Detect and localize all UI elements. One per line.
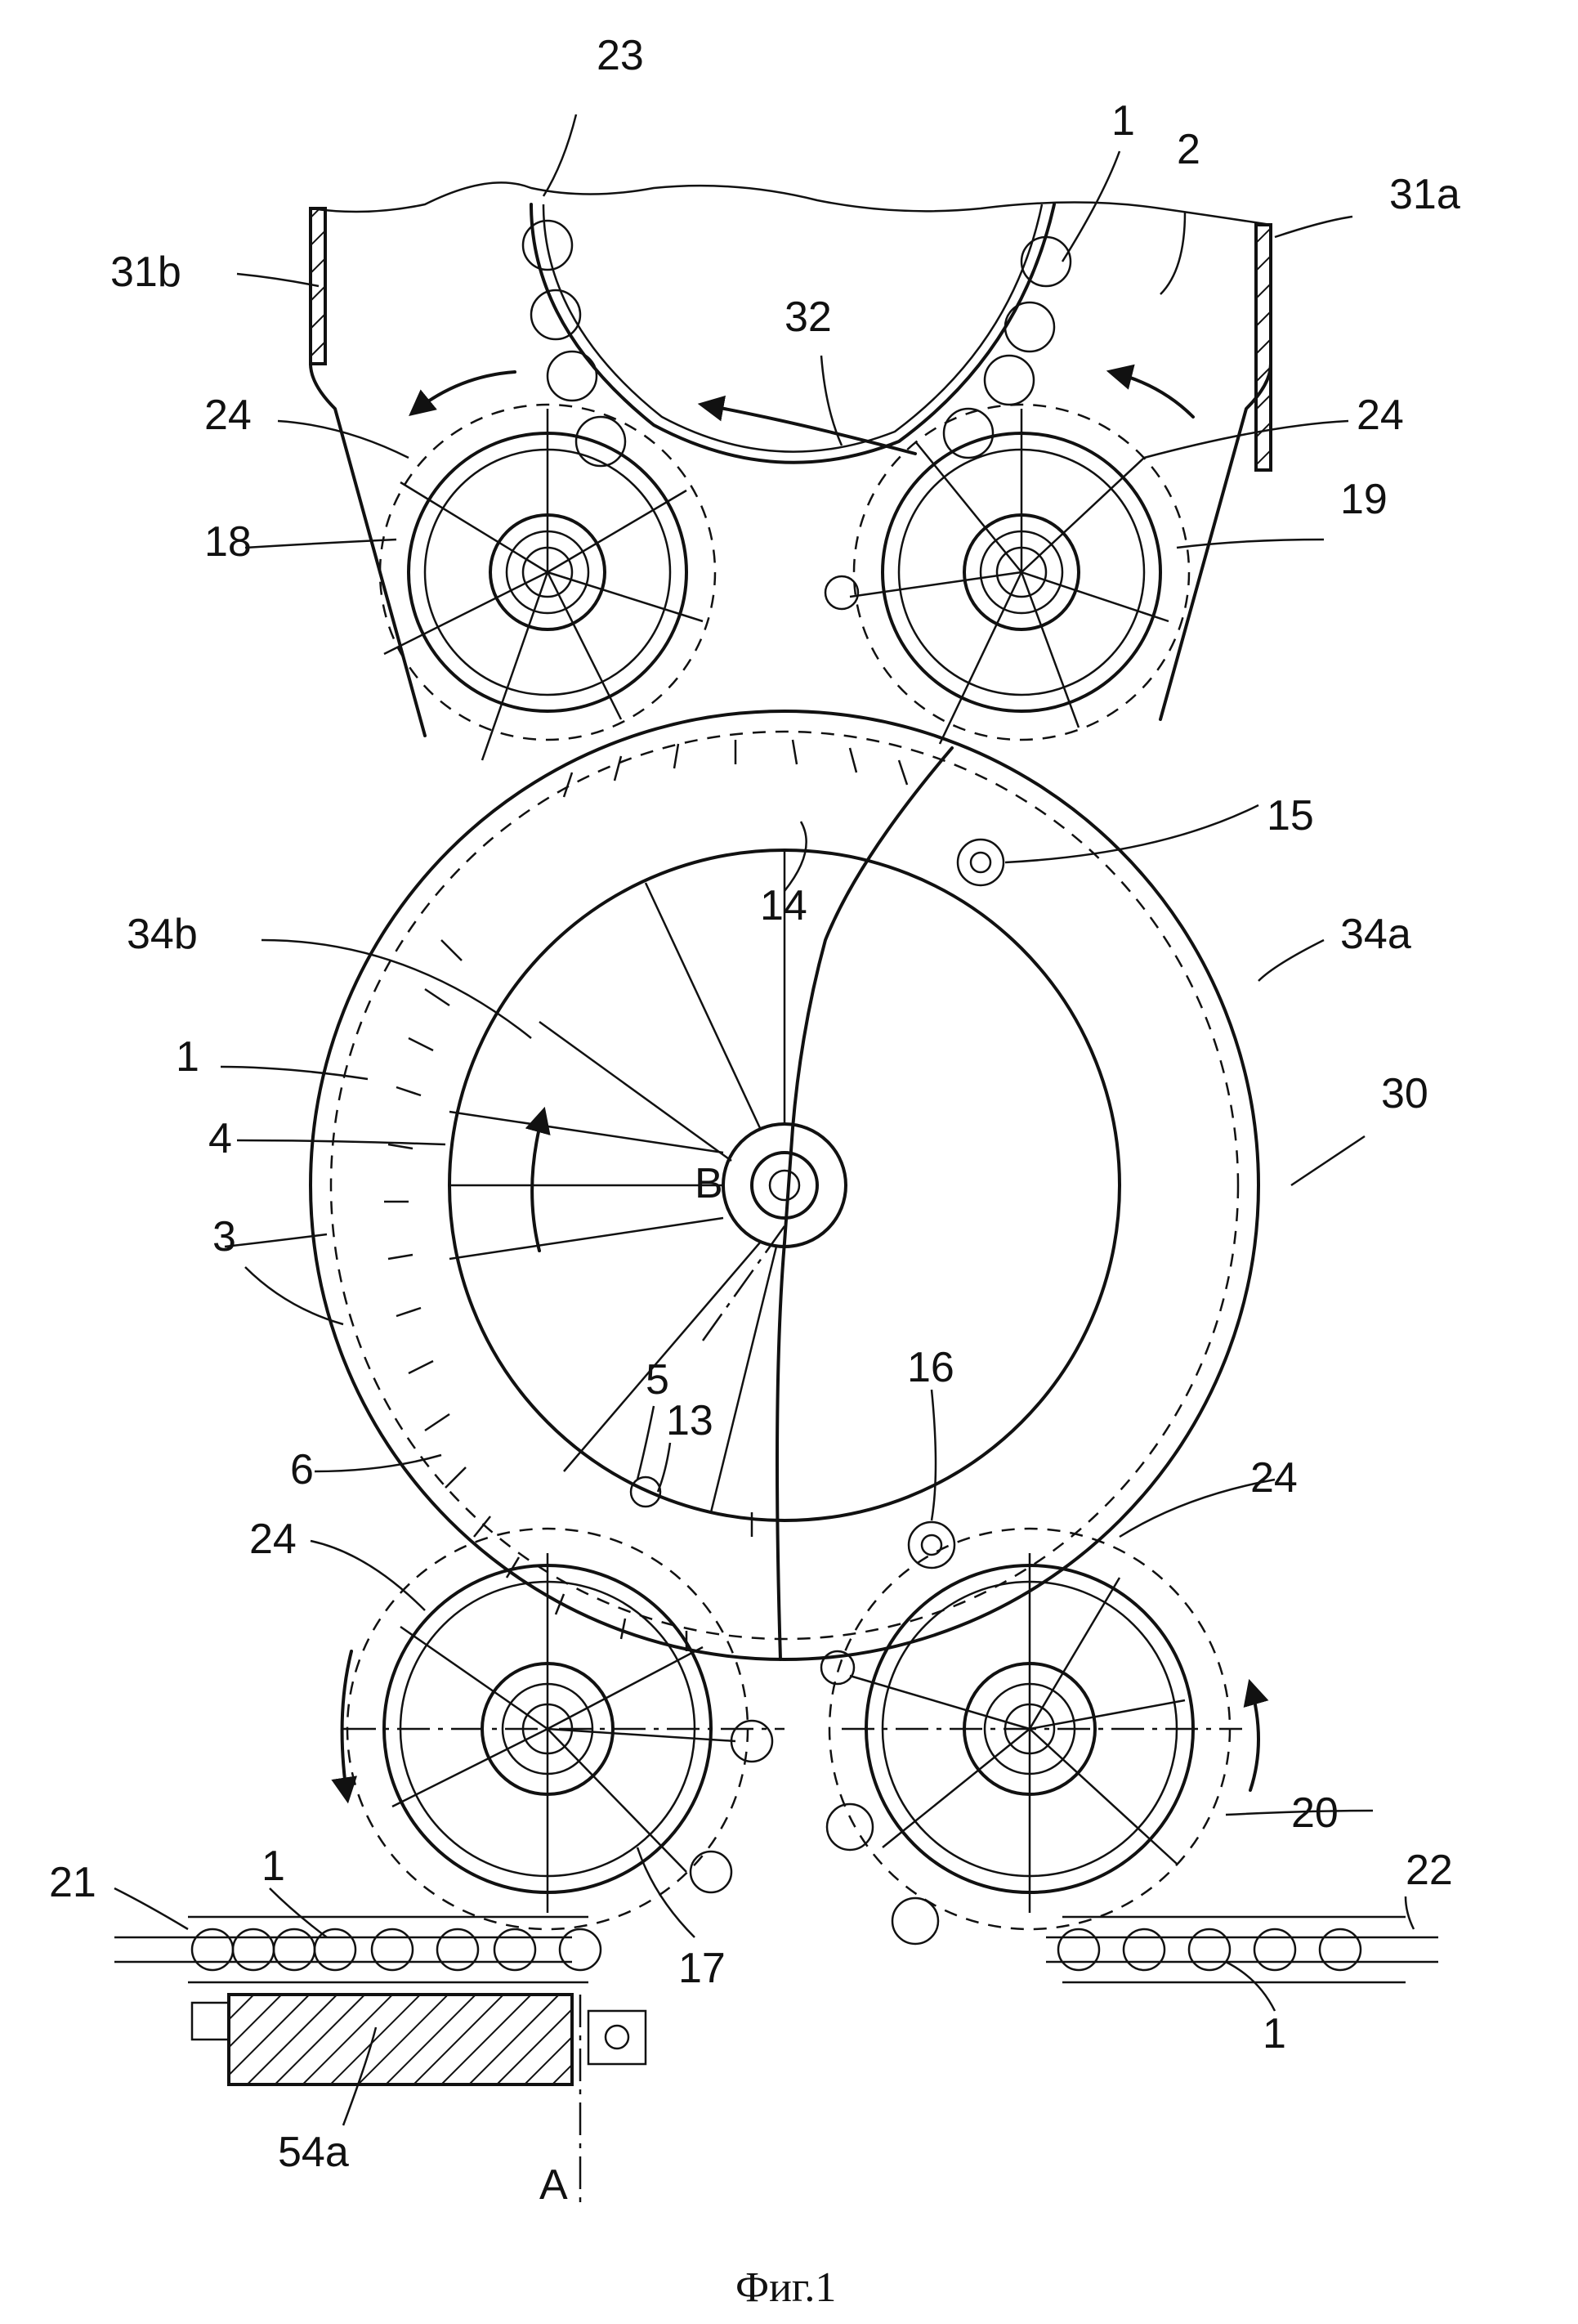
label-23: 23 (597, 32, 644, 79)
label-22: 22 (1406, 1847, 1453, 1894)
main-wheel-30 (311, 711, 1258, 1659)
label-1-top: 1 (1111, 97, 1135, 145)
label-24-top-left: 24 (204, 392, 252, 439)
label-32: 32 (785, 293, 832, 341)
label-6: 6 (290, 1446, 314, 1493)
label-54a: 54a (278, 2129, 349, 2176)
label-19: 19 (1340, 476, 1388, 523)
label-20: 20 (1291, 1789, 1339, 1837)
label-3: 3 (212, 1213, 236, 1261)
figure-caption: Фиг.1 (735, 2264, 836, 2311)
label-2: 2 (1177, 126, 1200, 173)
star-wheel-17 (342, 1529, 785, 1929)
label-30: 30 (1381, 1070, 1428, 1117)
label-1-bottom-left: 1 (262, 1843, 285, 1890)
reference-labels: 23 1 2 31a 31b 32 24 24 18 19 15 14 34b … (49, 32, 1460, 2209)
label-13: 13 (666, 1397, 713, 1444)
label-1-left: 1 (176, 1033, 199, 1081)
label-15: 15 (1267, 792, 1314, 840)
label-24-bottom-left: 24 (249, 1516, 297, 1563)
label-17: 17 (678, 1945, 726, 1992)
wall-31a (1256, 225, 1271, 470)
star-wheel-20 (821, 1529, 1258, 1944)
label-31b: 31b (110, 249, 181, 296)
label-18: 18 (204, 518, 252, 566)
label-B: B (695, 1160, 723, 1207)
label-24-top-right: 24 (1357, 392, 1404, 439)
label-14: 14 (760, 882, 807, 929)
label-16: 16 (907, 1344, 954, 1391)
slot-marks (384, 740, 907, 1651)
label-4: 4 (208, 1115, 232, 1162)
base-54a (229, 1995, 572, 2084)
star-wheel-19 (825, 372, 1193, 744)
label-1-bottom-right: 1 (1263, 2010, 1286, 2058)
label-31a: 31a (1389, 171, 1460, 218)
label-34b: 34b (127, 911, 198, 958)
label-24-bottom-right: 24 (1250, 1454, 1298, 1502)
label-A: A (539, 2161, 568, 2209)
label-34a: 34a (1340, 911, 1411, 958)
label-21: 21 (49, 1859, 96, 1906)
